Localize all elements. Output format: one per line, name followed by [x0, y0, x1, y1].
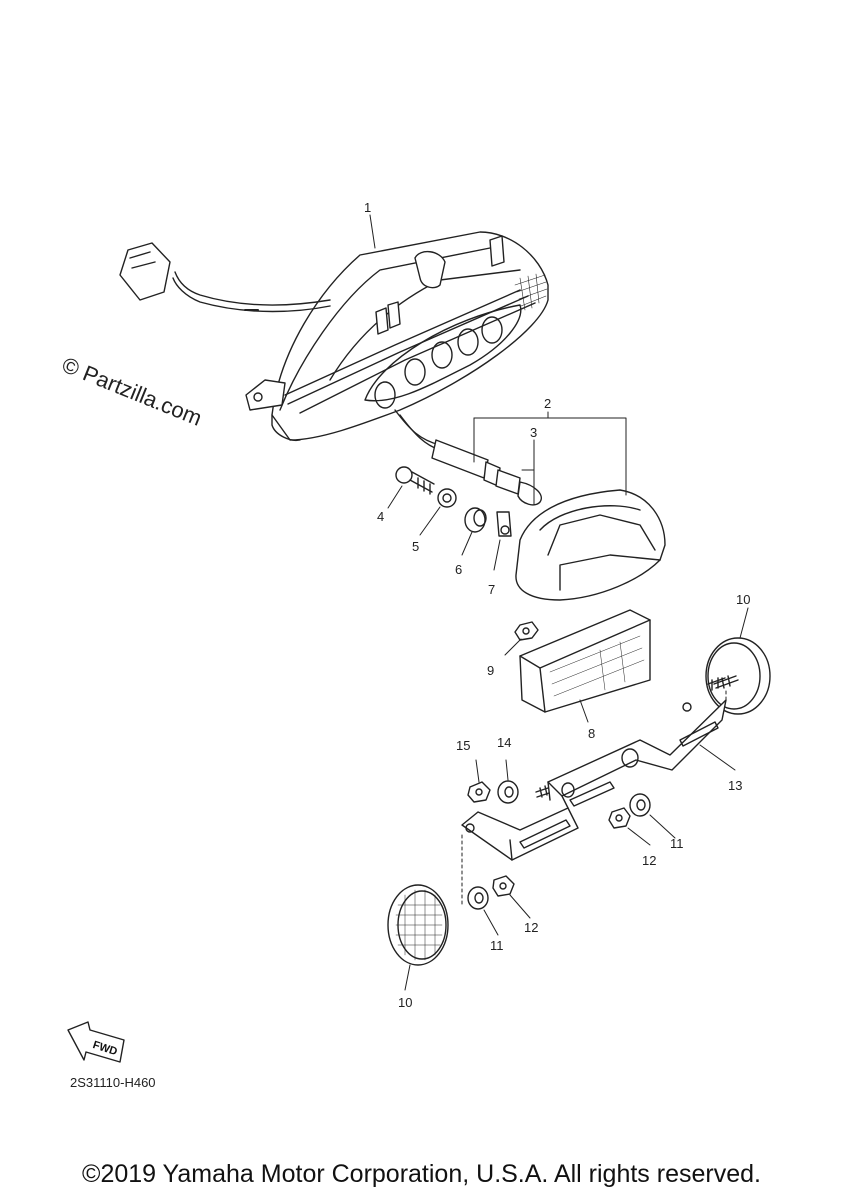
- license-bracket: [461, 699, 727, 861]
- bolt: [395, 466, 435, 495]
- callout-3: 3: [530, 425, 537, 440]
- callouts: 1 2 3 4 5 6 7 8 9 10 10 11 11 12 12 13 1…: [91, 200, 750, 1058]
- nut-12-top: [608, 807, 631, 829]
- callout-4: 4: [377, 509, 384, 524]
- collar: [437, 488, 457, 508]
- callout-10-top: 10: [736, 592, 750, 607]
- callout-14: 14: [497, 735, 511, 750]
- grommet: [464, 507, 487, 533]
- callout-11-bottom: 11: [490, 938, 504, 953]
- callout-2: 2: [544, 396, 551, 411]
- leader-lines: [369, 214, 749, 991]
- nut-15: [467, 781, 491, 803]
- callout-8: 8: [588, 726, 595, 741]
- nut-12-bottom: [492, 875, 515, 897]
- license-light-lens: [519, 609, 651, 713]
- callout-7: 7: [488, 582, 495, 597]
- tail-light-assembly: [119, 231, 549, 451]
- callout-15: 15: [456, 738, 470, 753]
- copyright-notice: ©2019 Yamaha Motor Corporation, U.S.A. A…: [82, 1160, 761, 1188]
- callout-13: 13: [728, 778, 742, 793]
- callout-12-bottom: 12: [524, 920, 538, 935]
- washer-11-bottom: [467, 886, 489, 910]
- reflector-top: [705, 637, 771, 715]
- nut-9: [514, 621, 539, 641]
- callout-9: 9: [487, 663, 494, 678]
- diagram-code: 2S31110-H460: [70, 1075, 156, 1090]
- washer-14: [497, 780, 519, 804]
- screw-stud: [535, 785, 550, 798]
- callout-5: 5: [412, 539, 419, 554]
- washer-11-top: [629, 793, 651, 817]
- callout-1: 1: [364, 200, 371, 215]
- bulb-socket: [431, 439, 542, 506]
- callout-12-top: 12: [642, 853, 656, 868]
- fwd-arrow-icon: [67, 1021, 125, 1063]
- clip-nut: [496, 511, 512, 537]
- lens-housing: [515, 489, 666, 601]
- callout-10-bottom: 10: [398, 995, 412, 1010]
- reflector-bottom: [387, 884, 449, 966]
- stud-top: [713, 675, 739, 689]
- callout-11-top: 11: [670, 836, 684, 851]
- callout-6: 6: [455, 562, 462, 577]
